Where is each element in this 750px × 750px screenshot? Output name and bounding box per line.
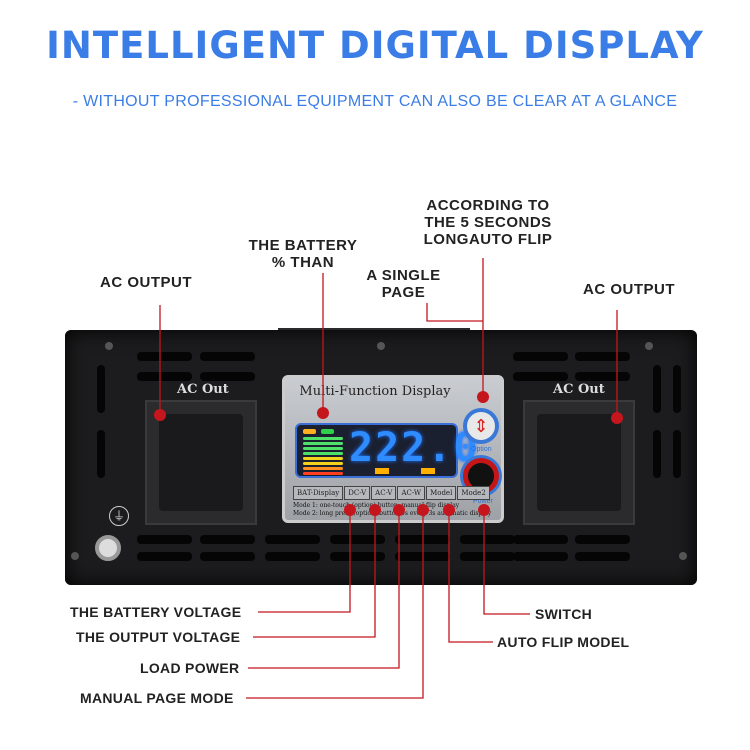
- inverter-device: AC Out AC Out ⏚: [65, 330, 697, 585]
- up-down-arrow-icon: ⇕: [473, 416, 489, 436]
- key-bat-display: BAT-Display: [293, 486, 344, 500]
- page-title: INTELLIGENT DIGITAL DISPLAY: [46, 24, 704, 67]
- callout-dot: [154, 409, 166, 421]
- callout-dot: [417, 504, 429, 516]
- key-dc-v: DC-V: [344, 486, 371, 500]
- callout-dot: [611, 412, 623, 424]
- key-ac-v: AC-V: [371, 486, 397, 500]
- callout-battery-percent: THE BATTERY% THAN: [248, 237, 358, 271]
- option-button[interactable]: ⇕: [463, 408, 499, 444]
- callout-dot: [478, 504, 490, 516]
- option-label: Option: [471, 446, 492, 453]
- callout-auto-flip-model: AUTO FLIP MODEL: [497, 634, 630, 650]
- callout-ac-output-right: AC OUTPUT: [583, 281, 675, 298]
- panel-title: Multi-Function Display: [299, 384, 451, 399]
- page-subtitle: - WITHOUT PROFESSIONAL EQUIPMENT CAN ALS…: [72, 93, 678, 110]
- power-label: Power: [473, 498, 493, 505]
- lcd-screen: 222.0: [295, 423, 477, 478]
- ac-out-left-label: AC Out: [177, 382, 229, 397]
- key-ac-w: AC-W: [397, 486, 426, 500]
- callout-dot: [369, 504, 381, 516]
- callout-dot: [317, 407, 329, 419]
- callout-dot: [393, 504, 405, 516]
- callout-battery-voltage: THE BATTERY VOLTAGE: [70, 604, 242, 620]
- callout-ac-output-left: AC OUTPUT: [100, 274, 192, 291]
- callout-manual-page: MANUAL PAGE MODE: [80, 690, 234, 706]
- ac-out-right-label: AC Out: [553, 382, 605, 397]
- callout-output-voltage: THE OUTPUT VOLTAGE: [76, 629, 241, 645]
- display-value: 222.0: [349, 425, 480, 471]
- ground-terminal-icon: [95, 535, 121, 561]
- callout-dot: [477, 391, 489, 403]
- ac-socket-left: [145, 400, 257, 525]
- callout-load-power: LOAD POWER: [140, 660, 240, 676]
- ac-socket-right: [523, 400, 635, 525]
- key-model: Model: [426, 486, 457, 500]
- callout-switch: SWITCH: [535, 606, 593, 622]
- ground-symbol-icon: ⏚: [109, 506, 129, 526]
- callout-dot: [443, 504, 455, 516]
- mode-keys: BAT-Display DC-V AC-V AC-W Model Mode2: [293, 486, 490, 500]
- callout-dot: [344, 504, 356, 516]
- key-mode2: Mode2: [457, 486, 490, 500]
- mode2-text: Mode 2: long press (option) button 5s ev…: [293, 510, 492, 517]
